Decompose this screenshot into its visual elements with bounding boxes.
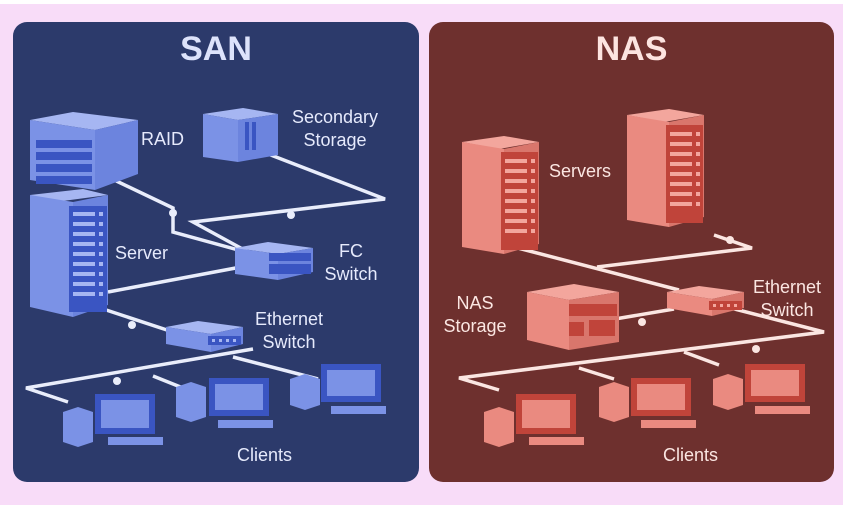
san-client-1-icon bbox=[63, 394, 163, 447]
signal-icon bbox=[287, 211, 295, 219]
secondary-storage-label-line2: Storage bbox=[303, 130, 367, 150]
signal-icon bbox=[169, 209, 177, 217]
server-to-fc-cable bbox=[107, 265, 242, 294]
nas-client-1-icon bbox=[484, 394, 584, 447]
nas-ethernet-switch-label-line2: Switch bbox=[760, 300, 814, 320]
nas-client3-drop-cable bbox=[683, 350, 720, 367]
fc-switch-label: FC Switch bbox=[321, 240, 381, 286]
client-bus-cable bbox=[25, 347, 254, 404]
signal-icon bbox=[113, 377, 121, 385]
nas-client-bus-cable bbox=[458, 303, 825, 392]
san-server-icon bbox=[30, 189, 108, 317]
server1-to-switch-cable bbox=[513, 245, 680, 292]
server-label: Server bbox=[115, 243, 169, 263]
nas-client-3-icon bbox=[713, 364, 810, 414]
nas-title: NAS bbox=[595, 30, 668, 68]
nas-ethernet-switch-label: Ethernet Switch bbox=[747, 276, 827, 322]
nas-server-2-icon bbox=[627, 109, 704, 227]
nas-storage-label: NAS Storage bbox=[435, 292, 515, 338]
nas-ethernet-switch-icon bbox=[667, 286, 744, 316]
signal-icon bbox=[638, 318, 646, 326]
raid-label: RAID bbox=[141, 129, 185, 149]
servers-label: Servers bbox=[549, 161, 612, 181]
san-ethernet-switch-label-line2: Switch bbox=[262, 332, 316, 352]
nas-storage-label-line2: Storage bbox=[443, 316, 507, 336]
signal-icon bbox=[726, 236, 734, 244]
nas-storage-to-switch-cable bbox=[608, 307, 675, 322]
nas-clients-label: Clients bbox=[663, 445, 719, 465]
san-ethernet-switch-label: Ethernet Switch bbox=[249, 308, 329, 354]
secondary-storage-icon bbox=[203, 108, 278, 162]
comparison-canvas: SAN bbox=[0, 4, 843, 505]
san-network-diagram bbox=[25, 108, 386, 447]
nas-panel: NAS bbox=[429, 22, 834, 482]
nas-client2-drop-cable bbox=[578, 366, 615, 381]
nas-server-1-icon bbox=[462, 136, 539, 254]
san-panel: SAN bbox=[13, 22, 419, 482]
nas-storage-icon bbox=[527, 284, 619, 350]
san-client-2-icon bbox=[176, 378, 273, 428]
san-clients-label: Clients bbox=[237, 445, 293, 465]
secondary-to-fc-cable bbox=[187, 150, 386, 254]
raid-device-icon bbox=[30, 112, 138, 190]
nas-client-2-icon bbox=[599, 378, 696, 428]
nas-storage-label-line1: NAS bbox=[456, 293, 494, 313]
san-signal-markers bbox=[113, 209, 295, 385]
secondary-storage-label: Secondary Storage bbox=[285, 106, 385, 152]
fc-switch-icon bbox=[235, 242, 313, 280]
san-client-3-icon bbox=[290, 364, 386, 414]
nas-signal-markers bbox=[638, 236, 760, 353]
nas-ethernet-switch-label-line1: Ethernet bbox=[752, 277, 822, 297]
nas-network-diagram bbox=[458, 109, 825, 447]
san-ethernet-switch-icon bbox=[166, 321, 243, 352]
secondary-storage-label-line1: Secondary bbox=[291, 107, 379, 127]
fc-switch-label-line2: Switch bbox=[324, 264, 378, 284]
san-title: SAN bbox=[180, 30, 252, 68]
san-ethernet-switch-label-line1: Ethernet bbox=[254, 309, 324, 329]
raid-to-fc-cable bbox=[107, 175, 254, 256]
fc-switch-label-line1: FC bbox=[339, 241, 363, 261]
signal-icon bbox=[752, 345, 760, 353]
signal-icon bbox=[128, 321, 136, 329]
